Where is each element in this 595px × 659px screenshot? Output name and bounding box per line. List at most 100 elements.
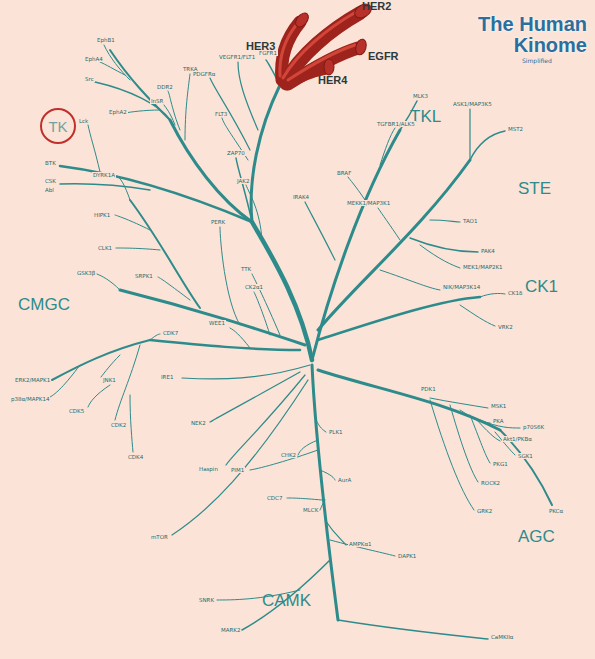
diagram-title: The Human Kinome [467, 14, 587, 56]
tree-branch [430, 398, 488, 408]
kinase-label: CK2α1 [244, 284, 264, 290]
tree-branch [480, 293, 505, 297]
tree-branch [318, 160, 470, 330]
kinase-label: CHK2 [280, 452, 297, 458]
tree-branch [469, 109, 470, 160]
kinase-label: WEE1 [208, 320, 226, 326]
kinase-label: IRE1 [160, 374, 174, 380]
tree-branch [60, 166, 252, 222]
kinase-label: MSK1 [490, 403, 507, 409]
subtitle: Simplified [522, 58, 552, 65]
tube-end [293, 11, 311, 30]
tree-branch [130, 200, 200, 308]
group-name: TK [48, 118, 67, 135]
tree-branch [116, 248, 160, 250]
kinase-label: DYRK1A [92, 172, 116, 178]
tree-branch [430, 220, 460, 222]
kinase-label: PLK1 [328, 429, 344, 435]
kinase-label: Lck [78, 118, 89, 124]
tree-branch [305, 202, 335, 260]
kinase-label: CDC7 [266, 495, 283, 501]
tree-branch [378, 208, 400, 240]
kinase-label: Akt1/PKBα [502, 436, 533, 442]
kinase-label: BTK [44, 160, 57, 166]
tree-branch [312, 130, 400, 360]
kinase-label: AMPKα1 [348, 541, 373, 547]
tree-branch [460, 305, 495, 326]
kinase-label: mTOR [150, 534, 169, 540]
tree-branch [100, 62, 125, 75]
tree-branch [117, 176, 130, 200]
kinase-label: SNRK [198, 597, 215, 603]
kinase-label: p70S6K [522, 424, 545, 430]
kinase-label: TGFBR1/ALK5 [376, 121, 416, 127]
tree-branch [298, 440, 318, 455]
tree-branch [318, 297, 480, 340]
kinase-label: SGK1 [517, 453, 534, 459]
kinase-label: CDK2 [110, 422, 127, 428]
tree-branch [280, 12, 360, 84]
kinase-label: p38α/MAPK14 [10, 396, 50, 402]
kinase-label: NEK2 [190, 420, 207, 426]
kinase-label: SRPK1 [134, 273, 154, 279]
tree-branch [320, 470, 335, 480]
tree-branch [287, 498, 322, 500]
tree-branch [120, 290, 305, 345]
kinase-label: PAK4 [480, 248, 496, 254]
kinase-label: BRAF [336, 170, 352, 176]
kinase-label: GRK2 [476, 508, 493, 514]
kinase-label: DDR2 [156, 84, 174, 90]
receptor-label: EGFR [368, 50, 399, 62]
tree-branch [101, 355, 120, 377]
kinase-label: VEGFR1/FLT1 [218, 54, 256, 60]
tree-branch [252, 222, 312, 360]
tree-branch [293, 1, 374, 75]
kinase-label: JNK1 [102, 377, 117, 383]
kinase-label: EphB1 [96, 37, 116, 43]
kinase-label: MLK3 [412, 93, 429, 99]
kinase-label: Src [84, 76, 95, 82]
kinase-label: EphA4 [84, 56, 104, 62]
kinase-label: InSR [150, 98, 164, 104]
tree-branch [312, 365, 338, 620]
tree-branch [50, 365, 80, 397]
kinase-label: EphA2 [108, 109, 128, 115]
tree-branch [236, 158, 252, 222]
kinase-label: FGFR1 [258, 50, 278, 56]
kinase-label: PKG1 [492, 461, 509, 467]
kinase-label: CDK4 [127, 454, 144, 460]
tree-branch [250, 450, 318, 470]
kinase-label: MST2 [507, 126, 524, 132]
kinase-label: PKCα [548, 508, 564, 514]
kinase-label: PIM1 [230, 467, 245, 473]
receptor-label: HER2 [362, 0, 391, 12]
tree-branch [254, 292, 270, 335]
tree-branch [251, 85, 280, 222]
tree-branch [380, 270, 440, 290]
tree-branch [338, 620, 488, 639]
kinase-label: TRKA [182, 66, 198, 72]
tree-branch [420, 245, 460, 268]
kinase-label: CDK5 [68, 408, 85, 414]
tree-branch [60, 184, 150, 190]
tree-branch [316, 420, 326, 432]
receptor-label: HER4 [318, 74, 347, 86]
tree-branch [238, 62, 258, 130]
kinase-label: ASK1/MAP3K5 [452, 101, 493, 107]
tree-branch [320, 500, 325, 510]
group-label: STE [518, 180, 551, 199]
tree-branch [172, 380, 308, 535]
group-label: CAMK [262, 592, 311, 611]
kinase-label: MEKK1/MAP3K1 [346, 200, 391, 206]
kinase-label: ERK2/MAPK1 [14, 377, 51, 383]
group-label: CMGC [18, 296, 70, 315]
group-circle: TK [40, 108, 76, 144]
kinase-label: IRAK4 [292, 194, 310, 200]
kinase-label: CSK [44, 178, 57, 184]
kinase-label: CK1δ [507, 290, 523, 296]
tree-branch [430, 400, 474, 510]
kinase-label: GSK3β [76, 270, 96, 276]
tree-branch [226, 375, 305, 465]
tree-branch [283, 12, 356, 78]
